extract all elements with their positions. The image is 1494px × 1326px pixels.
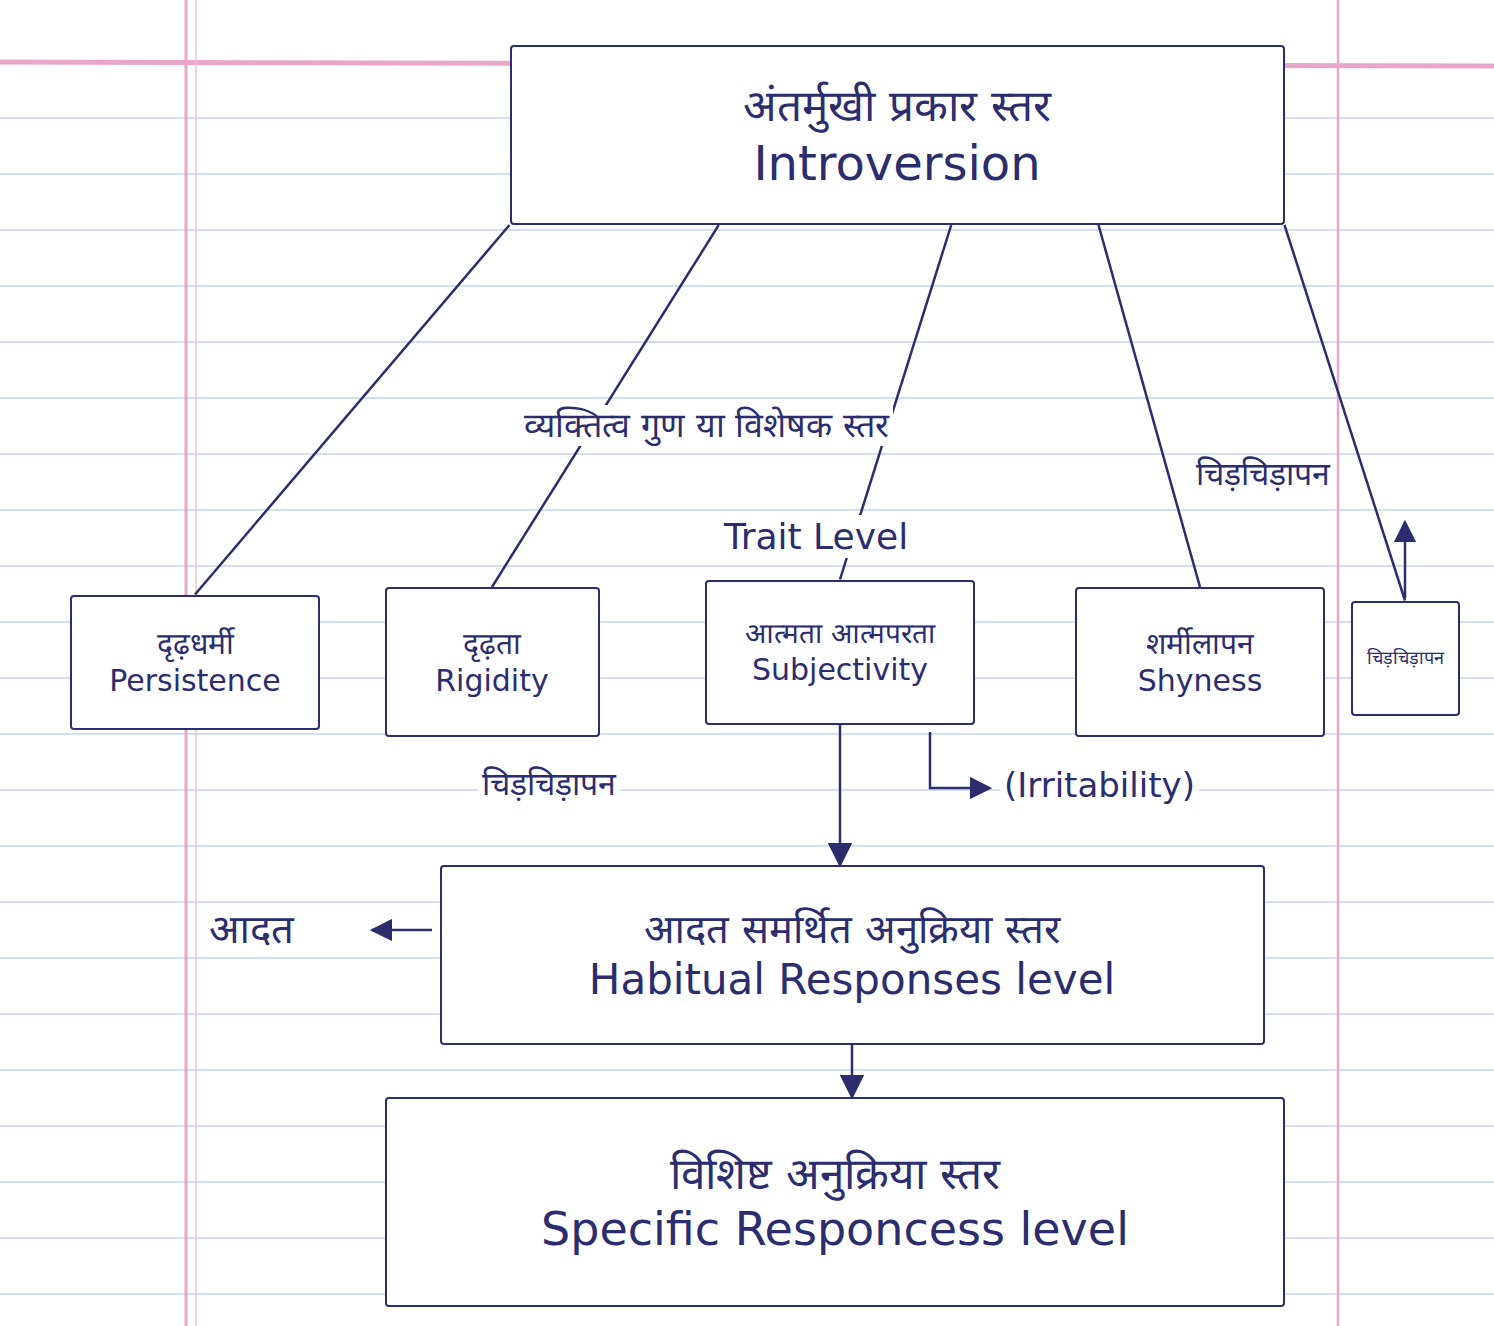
level-label: Trait Level	[720, 515, 912, 558]
ruled-line	[0, 789, 1494, 791]
note-label: चिड़चिड़ापन	[1192, 455, 1334, 493]
hierarchy-arrow	[851, 1045, 854, 1097]
node-subtext: Specific Responcess level	[541, 1201, 1129, 1259]
ruled-line	[0, 229, 1494, 231]
node-heading: विशिष्ट अनुक्रिया स्तर	[670, 1146, 1000, 1201]
node-subtext: Introversion	[753, 133, 1040, 193]
leader-arrow	[930, 732, 990, 788]
leader-arrow	[1404, 522, 1407, 598]
ruled-line	[0, 285, 1494, 287]
leader-arrow	[372, 929, 432, 932]
node-heading: आदत समर्थित अनुक्रिया स्तर	[644, 904, 1059, 954]
ruled-line	[0, 845, 1494, 847]
node-heading: आत्मता आत्मपरता	[745, 616, 935, 651]
habitual-level-box: आदत समर्थित अनुक्रिया स्तरHabitual Respo…	[440, 865, 1265, 1045]
type-level-box: अंतर्मुखी प्रकार स्तरIntroversion	[510, 45, 1285, 225]
hierarchy-line	[1099, 225, 1201, 587]
node-subtext: Persistence	[109, 662, 281, 700]
node-heading: शर्मीलापन	[1146, 625, 1254, 663]
trait-box: दृढ़ताRigidity	[385, 587, 600, 737]
note-label: (Irritability)	[1000, 765, 1199, 806]
hierarchy-line	[1285, 225, 1406, 601]
ruled-line	[0, 341, 1494, 343]
trait-box: दृढ़धर्मीPersistence	[70, 595, 320, 730]
level-label: व्यक्तित्व गुण या विशेषक स्तर	[520, 405, 893, 446]
trait-box: शर्मीलापनShyness	[1075, 587, 1325, 737]
ruled-line	[0, 509, 1494, 511]
note-label: आदत	[205, 905, 298, 953]
node-heading: अंतर्मुखी प्रकार स्तर	[743, 78, 1051, 133]
node-heading: दृढ़धर्मी	[157, 625, 234, 663]
note-label: चिड़चिड़ापन	[478, 765, 620, 803]
ruled-line	[0, 397, 1494, 399]
node-heading: चिड़चिड़ापन	[1367, 647, 1444, 670]
hierarchy-arrow	[839, 725, 842, 866]
trait-box: आत्मता आत्मपरताSubjectivity	[705, 580, 975, 725]
node-heading: दृढ़ता	[463, 625, 521, 663]
node-subtext: Subjectivity	[752, 651, 928, 689]
specific-level-box: विशिष्ट अनुक्रिया स्तरSpecific Responces…	[385, 1097, 1285, 1307]
trait-box: चिड़चिड़ापन	[1351, 601, 1460, 716]
hierarchy-line	[195, 225, 510, 595]
ruled-line	[0, 1069, 1494, 1071]
ruled-line	[0, 565, 1494, 567]
node-subtext: Shyness	[1138, 662, 1263, 700]
node-subtext: Rigidity	[435, 662, 548, 700]
node-subtext: Habitual Responses level	[589, 954, 1115, 1007]
margin-line	[1337, 0, 1340, 1326]
